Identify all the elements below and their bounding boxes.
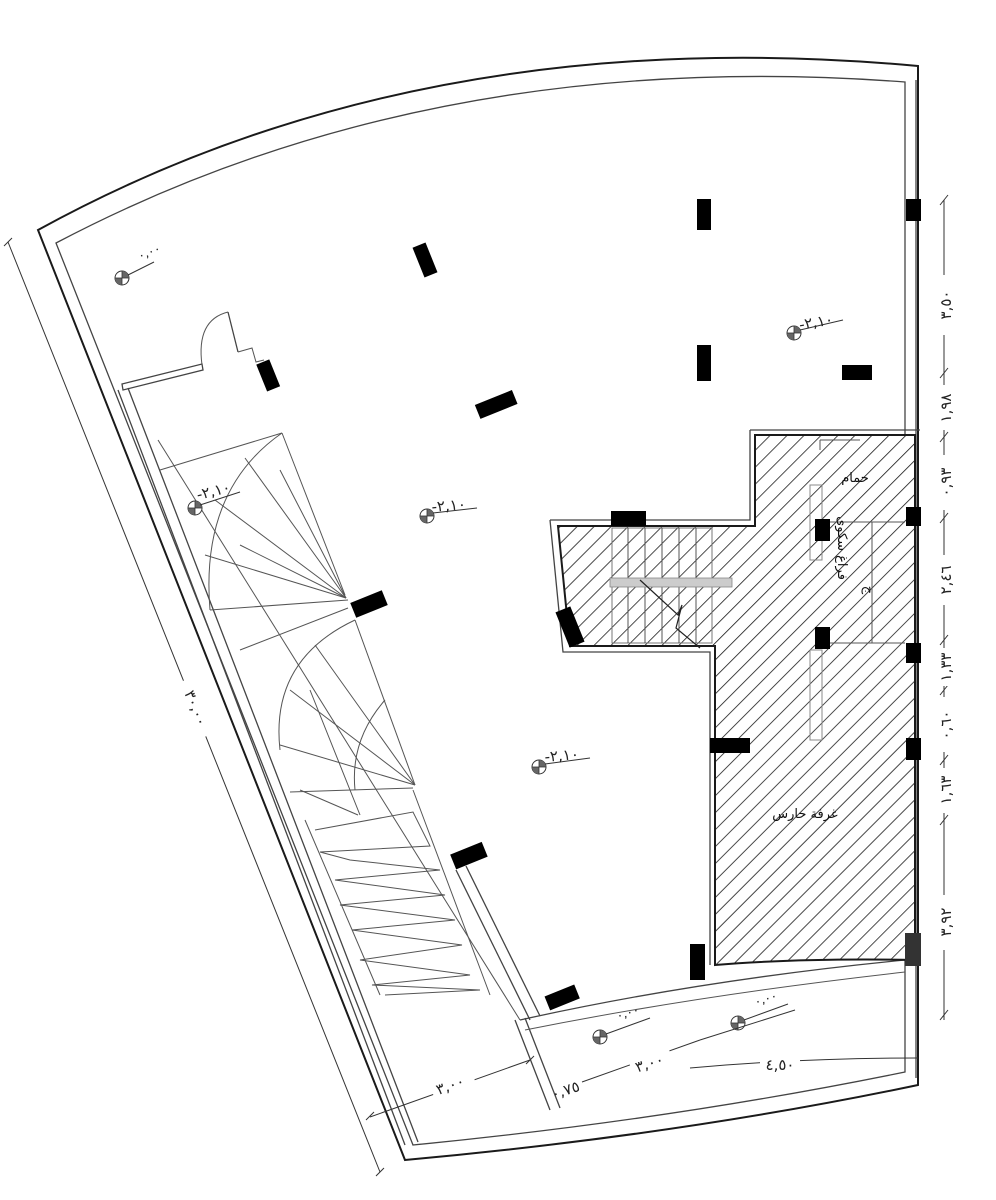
level-mark-bottom-right: ٠,٠٠ — [730, 988, 789, 1031]
room-label-bathroom: حمام — [841, 471, 869, 486]
svg-text:١,٦٣: ١,٦٣ — [937, 776, 955, 805]
dimension-bottom: ٣,٠٠ ٠,٧٥ ٣,٠٠ ٤,٥٠ — [365, 1009, 919, 1121]
svg-text:٣,٥٠: ٣,٥٠ — [937, 291, 955, 320]
svg-text:٠,٠٠: ٠,٠٠ — [615, 1002, 641, 1022]
entry-door — [121, 311, 265, 391]
svg-text:٠,٦٠: ٠,٦٠ — [937, 711, 955, 740]
level-mark-bottom-left: ٠,٠٠ — [592, 1002, 651, 1045]
svg-text:٠,٧٥: ٠,٧٥ — [549, 1077, 582, 1103]
level-mark-ramp-upper: -٢,١٠ — [187, 478, 241, 516]
svg-text:١,٣٣: ١,٣٣ — [937, 653, 955, 682]
svg-text:-٢,١٠: -٢,١٠ — [195, 478, 233, 504]
level-mark-lower-center: -٢,١٠ — [531, 745, 591, 775]
dimension-left: ٣٠,٠٠ — [3, 237, 385, 1177]
svg-text:٠,٠٠: ٠,٠٠ — [136, 241, 163, 263]
room-label-storage: فراغ سکوی — [834, 516, 849, 580]
ramp-straight — [304, 789, 491, 996]
svg-text:-٢,١٠: -٢,١٠ — [431, 495, 467, 516]
svg-text:٢,٤٦: ٢,٤٦ — [937, 566, 955, 595]
ramp-upper — [159, 432, 349, 651]
dimension-right: ٣,٥٠ ١,٩٨ ٠,٩٣ ٢,٤٦ ١,٣٣ ٠,٦٠ ١,٦٣ ٣,٩٢ — [934, 194, 955, 1021]
svg-text:٠,٩٣: ٠,٩٣ — [937, 468, 955, 497]
level-mark-top-left: ٠,٠٠ — [114, 241, 163, 286]
svg-text:٣,٠٠: ٣,٠٠ — [633, 1050, 666, 1076]
svg-text:٣,٩٢: ٣,٩٢ — [937, 908, 955, 937]
ramp-walls — [117, 387, 561, 1146]
svg-text:٣,٠٠: ٣,٠٠ — [434, 1072, 467, 1099]
room-label-guard: غرفة حارس — [772, 807, 838, 822]
service-block — [549, 429, 920, 967]
lower-strip-wall — [519, 959, 906, 1021]
svg-text:٤,٥٠: ٤,٥٠ — [766, 1056, 795, 1074]
level-mark-center: -٢,١٠ — [419, 495, 478, 524]
room-label-small: ج — [861, 586, 876, 595]
svg-text:-٢,١٠: -٢,١٠ — [544, 745, 580, 766]
level-mark-top-right: -٢,١٠ — [786, 310, 844, 341]
partitions — [809, 439, 905, 741]
ramp-lower — [278, 619, 416, 816]
svg-text:-٢,١٠: -٢,١٠ — [798, 310, 835, 334]
columns — [256, 199, 921, 1011]
outer-boundary — [36, 56, 919, 1162]
svg-text:٠,٠٠: ٠,٠٠ — [753, 988, 779, 1008]
stair — [609, 527, 733, 649]
svg-text:١,٩٨: ١,٩٨ — [937, 394, 955, 423]
